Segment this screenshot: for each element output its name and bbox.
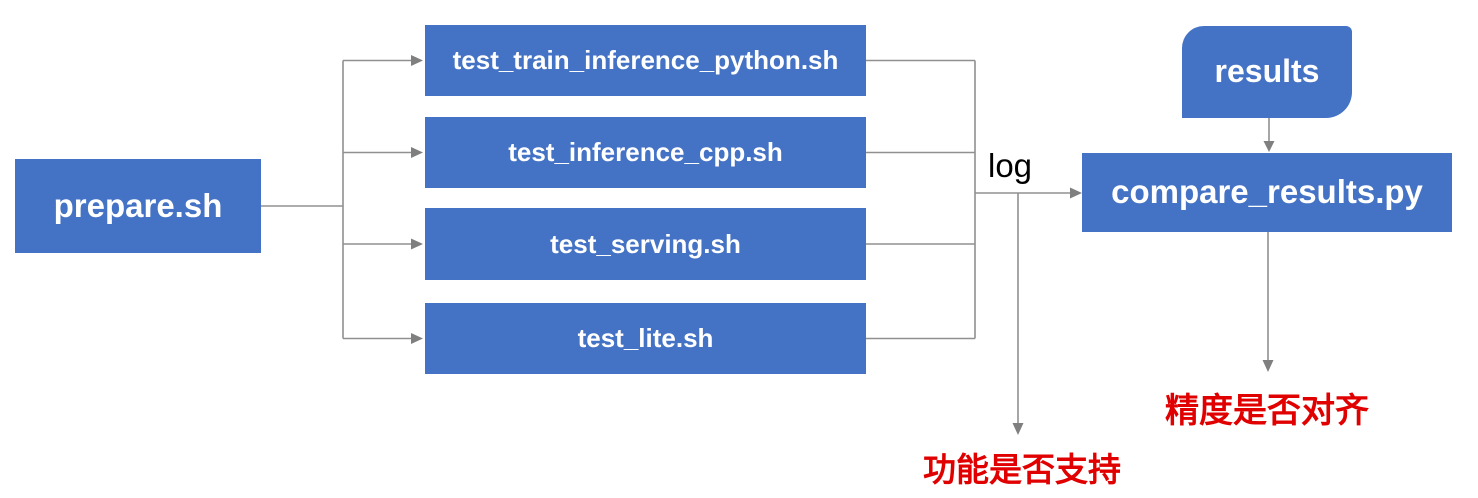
arrowhead-results-input — [1263, 141, 1275, 152]
node-compare-results-py: compare_results.py — [1082, 153, 1452, 232]
arrowhead-test-3 — [411, 238, 423, 250]
node-test-lite-sh: test_lite.sh — [425, 303, 866, 374]
edge-label-log: log — [988, 147, 1033, 184]
arrowhead-test-4 — [411, 333, 423, 344]
arrowhead-function-support — [1012, 423, 1024, 435]
arrowhead-test-1 — [411, 55, 423, 66]
caption-precision-alignment: 精度是否对齐 — [1165, 392, 1369, 430]
arrowhead-compare-input — [1070, 187, 1082, 199]
node-results: results — [1182, 26, 1352, 118]
arrowhead-precision — [1262, 360, 1274, 372]
caption-function-support: 功能是否支持 — [923, 451, 1121, 488]
node-test-serving-sh: test_serving.sh — [425, 208, 866, 280]
node-test-inference-cpp-sh: test_inference_cpp.sh — [425, 117, 866, 188]
node-prepare-sh: prepare.sh — [15, 159, 261, 253]
node-test-train-inference-python-sh: test_train_inference_python.sh — [425, 25, 866, 96]
arrowhead-test-2 — [411, 147, 423, 158]
